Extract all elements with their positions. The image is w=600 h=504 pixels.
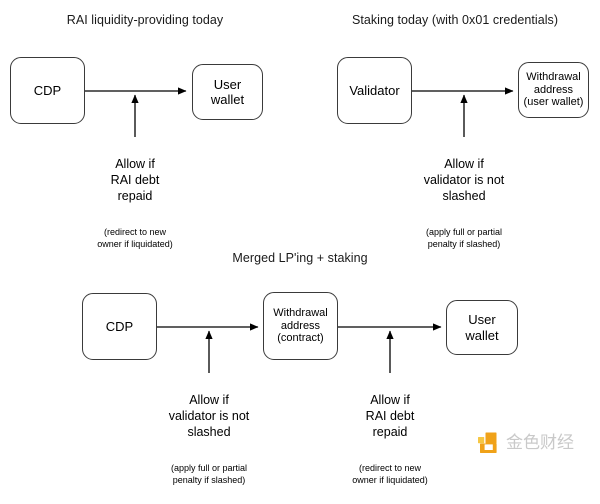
node-validator-label: Validator [349,82,400,98]
panel-title-rai-lp-today: RAI liquidity-providing today [66,13,224,27]
node-cdp[interactable]: CDP [10,57,85,124]
node-withdrawal-address-user-wallet[interactable]: Withdrawal address (user wallet) [518,62,589,118]
annotation-rai-debt-repaid-2-sub: (redirect to new owner if liquidated) [352,463,428,485]
annotation-rai-debt-repaid: Allow if RAI debt repaid (redirect to ne… [75,139,195,268]
annotation-validator-not-slashed-main: Allow if validator is not slashed [423,157,505,203]
node-validator[interactable]: Validator [337,57,412,124]
node-withdrawal-address-contract[interactable]: Withdrawal address (contract) [263,292,338,360]
annotation-rai-debt-repaid-sub: (redirect to new owner if liquidated) [97,227,173,249]
annotation-validator-not-slashed-2-main: Allow if validator is not slashed [168,393,250,439]
watermark: 金色财经 [476,427,594,459]
node-withdrawal-address-contract-label: Withdrawal address (contract) [273,306,328,345]
node-cdp-2[interactable]: CDP [82,293,157,360]
annotation-validator-not-slashed-2: Allow if validator is not slashed (apply… [144,375,274,504]
annotation-validator-not-slashed-2-sub: (apply full or partial penalty if slashe… [170,463,248,485]
annotation-validator-not-slashed: Allow if validator is not slashed (apply… [399,139,529,268]
node-withdrawal-address-user-wallet-label: Withdrawal address (user wallet) [523,70,584,109]
node-cdp-label: CDP [33,82,62,98]
panel-title-staking-today: Staking today (with 0x01 credentials) [351,13,559,27]
annotation-rai-debt-repaid-main: Allow if RAI debt repaid [110,157,160,203]
watermark-text: 金色财经 [506,432,574,453]
node-user-wallet-label: User wallet [210,76,245,107]
jinse-logo-icon [476,431,500,455]
diagram-connectors-layer [85,87,514,373]
node-user-wallet-2-label: User wallet [465,312,499,343]
annotation-rai-debt-repaid-2: Allow if RAI debt repaid (redirect to ne… [330,375,450,504]
annotation-validator-not-slashed-sub: (apply full or partial penalty if slashe… [425,227,503,249]
panel-title-merged-lping-staking: Merged LP'ing + staking [232,251,368,265]
node-user-wallet-2[interactable]: User wallet [446,300,518,355]
node-user-wallet[interactable]: User wallet [192,64,263,120]
annotation-rai-debt-repaid-2-main: Allow if RAI debt repaid [365,393,415,439]
node-cdp-2-label: CDP [105,318,134,334]
